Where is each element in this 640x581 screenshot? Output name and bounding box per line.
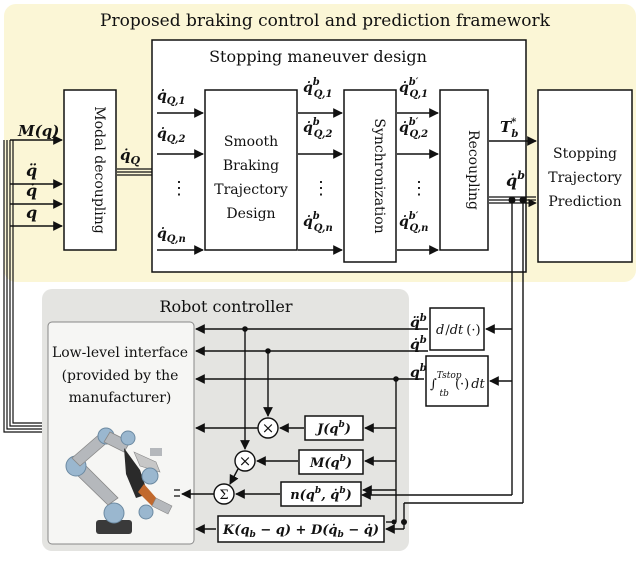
interface-line-1: Low-level interface <box>52 345 188 361</box>
prediction-block <box>537 89 633 263</box>
smooth-braking-line-3: Trajectory <box>214 182 288 198</box>
prediction-line-1: Stopping <box>553 146 617 162</box>
prediction-line-2: Trajectory <box>548 170 622 186</box>
qb-junction-impedance <box>391 519 397 525</box>
framework-title: Proposed braking control and prediction … <box>100 11 551 31</box>
Tb-label: T*b <box>500 117 518 140</box>
stopping-design-title: Stopping maneuver design <box>209 47 427 66</box>
qbQ-dots: ⋮ <box>312 178 330 199</box>
qbpQ-dots: ⋮ <box>410 178 428 199</box>
derivative-block <box>429 307 485 351</box>
synchronization-label: Synchronization <box>371 118 387 233</box>
prediction-line-3: Prediction <box>548 194 621 210</box>
coriolis-block <box>280 481 362 507</box>
product-node-mass <box>234 450 256 472</box>
qddb-tap-junction <box>242 326 248 332</box>
input-bus-down <box>3 140 48 433</box>
modal-decoupling-block <box>63 89 117 251</box>
input-qdd-label: q̈ <box>26 161 37 180</box>
smooth-braking-line-1: Smooth <box>224 134 278 150</box>
robot-arm-image <box>65 427 180 534</box>
qdb-tap-junction <box>265 348 271 354</box>
product-mass-to-sum <box>229 468 239 485</box>
jacobian-block <box>304 415 364 441</box>
coriolis-label: n(qb, q̇b) <box>290 486 352 503</box>
interface-line-3: manufacturer) <box>69 390 172 406</box>
input-q-label: q <box>26 203 37 222</box>
smooth-braking-line-2: Braking <box>223 158 279 174</box>
mass-block <box>298 449 364 475</box>
input-qd-label: q̇ <box>26 181 37 200</box>
jacobian-label: J(qb) <box>314 420 351 437</box>
input-mass-label: M(q) <box>17 122 59 140</box>
qQ-dots: ⋮ <box>170 178 188 199</box>
controller-title: Robot controller <box>159 297 292 316</box>
integral-block <box>425 355 489 407</box>
derivative-label: d/dt(·) <box>436 323 481 338</box>
recoupling-block <box>439 89 489 251</box>
product-symbol-2: × <box>239 452 252 470</box>
sum-symbol: Σ <box>219 488 228 503</box>
impedance-block <box>217 515 385 543</box>
recoupling-label: Recoupling <box>465 130 481 210</box>
mass-label: M(qb) <box>309 454 352 471</box>
interface-line-2: (provided by the <box>62 368 179 384</box>
smooth-braking-line-4: Design <box>226 206 275 222</box>
synchronization-block <box>343 89 397 263</box>
low-level-interface-box <box>47 321 195 545</box>
product-symbol-1: × <box>262 419 275 437</box>
qb-bus-junction <box>393 376 399 382</box>
modal-decoupling-label: Modal decoupling <box>91 106 107 233</box>
impedance-junction <box>401 519 407 525</box>
smooth-braking-block <box>204 89 298 251</box>
impedance-label: K(qb − q) + D(q̇b − q̇) <box>222 523 379 540</box>
